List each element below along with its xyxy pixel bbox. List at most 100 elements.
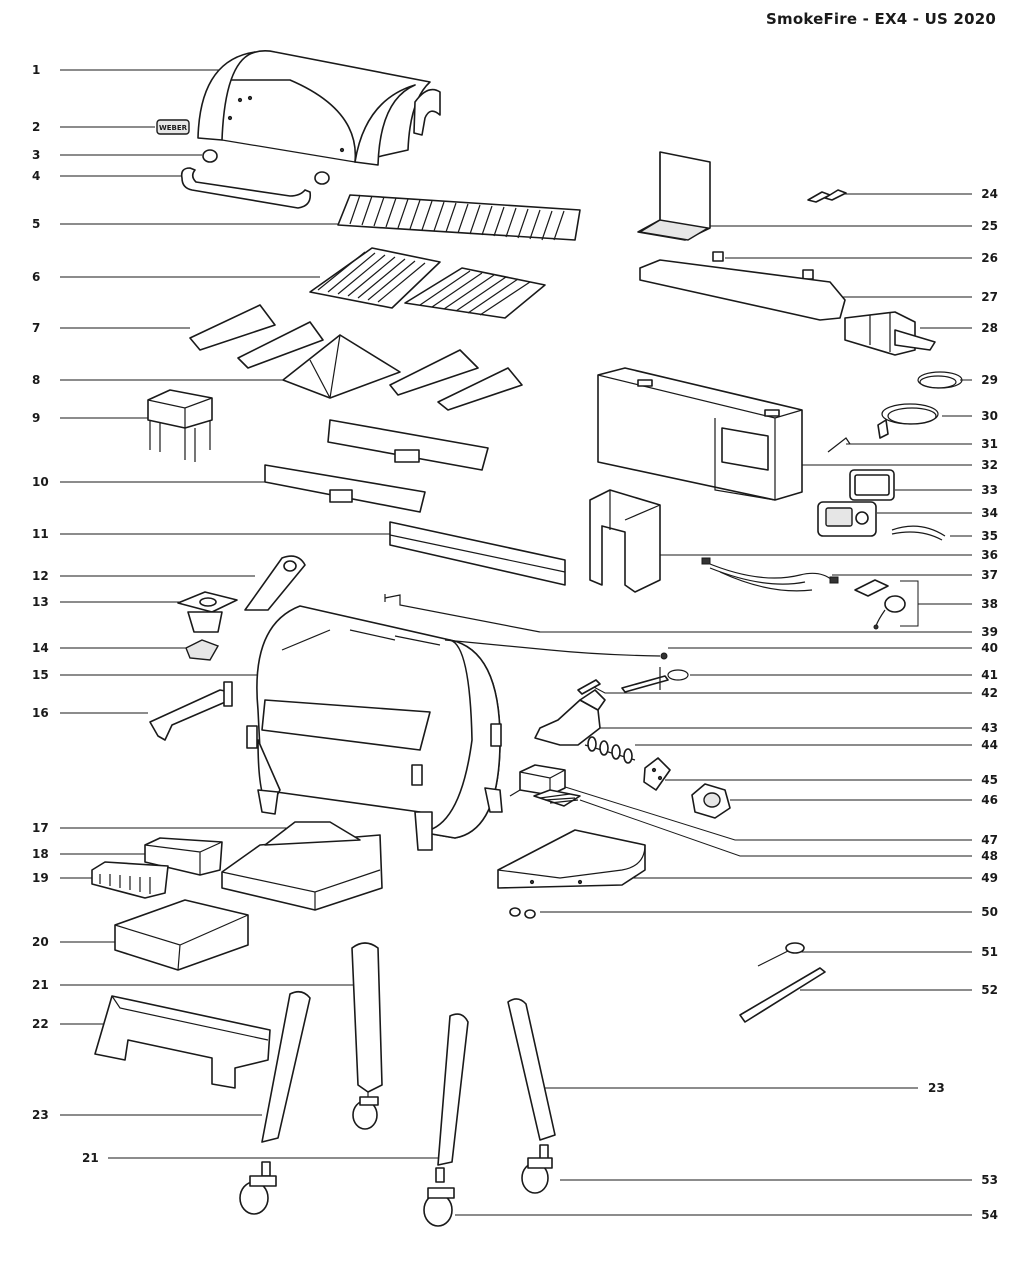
diagram-title: SmokeFire - EX4 - US 2020	[766, 10, 996, 28]
callout-40: 40	[981, 641, 998, 655]
part-sensor-switch	[854, 579, 906, 630]
callout-43: 43	[981, 721, 998, 735]
callout-22: 22	[32, 1017, 49, 1031]
callout-51: 51	[981, 945, 998, 959]
callout-2: 2	[32, 120, 41, 134]
callout-29: 29	[981, 373, 998, 387]
callout-18: 18	[32, 847, 49, 861]
part-lower-shelf	[94, 995, 271, 1089]
part-auger	[584, 736, 636, 764]
part-caster-left	[239, 1161, 277, 1215]
part-auger-motor	[691, 783, 731, 819]
callout-53: 53	[981, 1173, 998, 1187]
part-lid	[197, 50, 441, 166]
callout-3: 3	[32, 148, 41, 162]
callout-31: 31	[981, 437, 998, 451]
part-burn-pot	[177, 591, 238, 633]
part-wire	[827, 437, 851, 453]
callout-32: 32	[981, 458, 998, 472]
callout-16: 16	[32, 706, 49, 720]
part-cable-coil	[917, 371, 963, 389]
callout-42: 42	[981, 686, 998, 700]
part-cooking-grates	[309, 247, 546, 319]
part-cart-frame	[221, 821, 383, 911]
part-cover-plate	[244, 555, 306, 611]
part-temp-probe	[444, 639, 668, 660]
callout-30: 30	[981, 409, 998, 423]
callout-14: 14	[32, 641, 49, 655]
part-bracket-plate	[637, 151, 711, 241]
callout-44: 44	[981, 738, 998, 752]
callout-20: 20	[32, 935, 49, 949]
part-side-shelf	[639, 259, 846, 321]
callout-12: 12	[32, 569, 49, 583]
callout-4: 4	[32, 169, 41, 183]
callout-45: 45	[981, 773, 998, 787]
callout-46: 46	[981, 793, 998, 807]
callout-47: 47	[981, 833, 998, 847]
part-upper-grate	[337, 194, 581, 241]
callout-27: 27	[981, 290, 998, 304]
part-diffuser-center	[282, 334, 523, 411]
callout-33: 33	[981, 483, 998, 497]
callout-25: 25	[981, 219, 998, 233]
part-igniter-bracket	[185, 639, 220, 661]
part-wire-harness	[701, 557, 839, 592]
part-auger-chute	[534, 689, 606, 746]
callout-9: 9	[32, 411, 41, 425]
callout-26: 26	[981, 251, 998, 265]
part-strap	[739, 967, 826, 1023]
part-lid-handle	[180, 167, 312, 209]
callout-38: 38	[981, 597, 998, 611]
part-rail	[389, 521, 566, 586]
part-controller-board	[844, 311, 936, 356]
part-clips	[807, 189, 847, 203]
callout-5: 5	[32, 217, 41, 231]
callout-52: 52	[981, 983, 998, 997]
callout-11: 11	[32, 527, 49, 541]
part-power-cord	[877, 403, 939, 439]
callout-23-left: 23	[32, 1108, 49, 1122]
part-display-bezel	[849, 469, 895, 501]
callout-54: 54	[981, 1208, 998, 1222]
part-hopper	[597, 367, 803, 501]
callout-17: 17	[32, 821, 49, 835]
callout-49: 49	[981, 871, 998, 885]
callout-39: 39	[981, 625, 998, 639]
callout-1: 1	[32, 63, 41, 77]
callout-50: 50	[981, 905, 998, 919]
callout-48: 48	[981, 849, 998, 863]
part-ash-drawer	[114, 899, 249, 971]
callout-7: 7	[32, 321, 41, 335]
callout-41: 41	[981, 668, 998, 682]
badge-logo-text: WEBER	[159, 124, 188, 132]
part-heat-deflector-lower	[264, 464, 426, 513]
callout-37: 37	[981, 568, 998, 582]
part-flavorizer-bars-left	[189, 304, 324, 369]
part-display-unit	[817, 501, 877, 537]
callout-21-lower: 21	[82, 1151, 99, 1165]
callout-24: 24	[981, 187, 998, 201]
part-knobs	[509, 907, 536, 919]
part-badge: WEBER	[156, 119, 190, 135]
callout-10: 10	[32, 475, 49, 489]
callout-6: 6	[32, 270, 41, 284]
part-fan-filter	[533, 789, 581, 807]
part-igniter	[621, 667, 689, 693]
part-drip-box	[147, 389, 213, 462]
callout-13: 13	[32, 595, 49, 609]
part-hopper-bracket	[589, 489, 661, 593]
part-fan	[509, 764, 566, 797]
part-side-table	[497, 829, 646, 889]
part-handle-caps	[202, 149, 330, 185]
part-meat-probe	[757, 942, 805, 967]
part-small-igniter	[577, 679, 601, 695]
callout-35: 35	[981, 529, 998, 543]
part-probe-cable	[891, 525, 946, 541]
callout-19: 19	[32, 871, 49, 885]
part-heat-deflector-upper	[327, 419, 489, 471]
part-leg-rear-left	[261, 990, 311, 1143]
part-leg-front-left	[351, 942, 383, 1130]
